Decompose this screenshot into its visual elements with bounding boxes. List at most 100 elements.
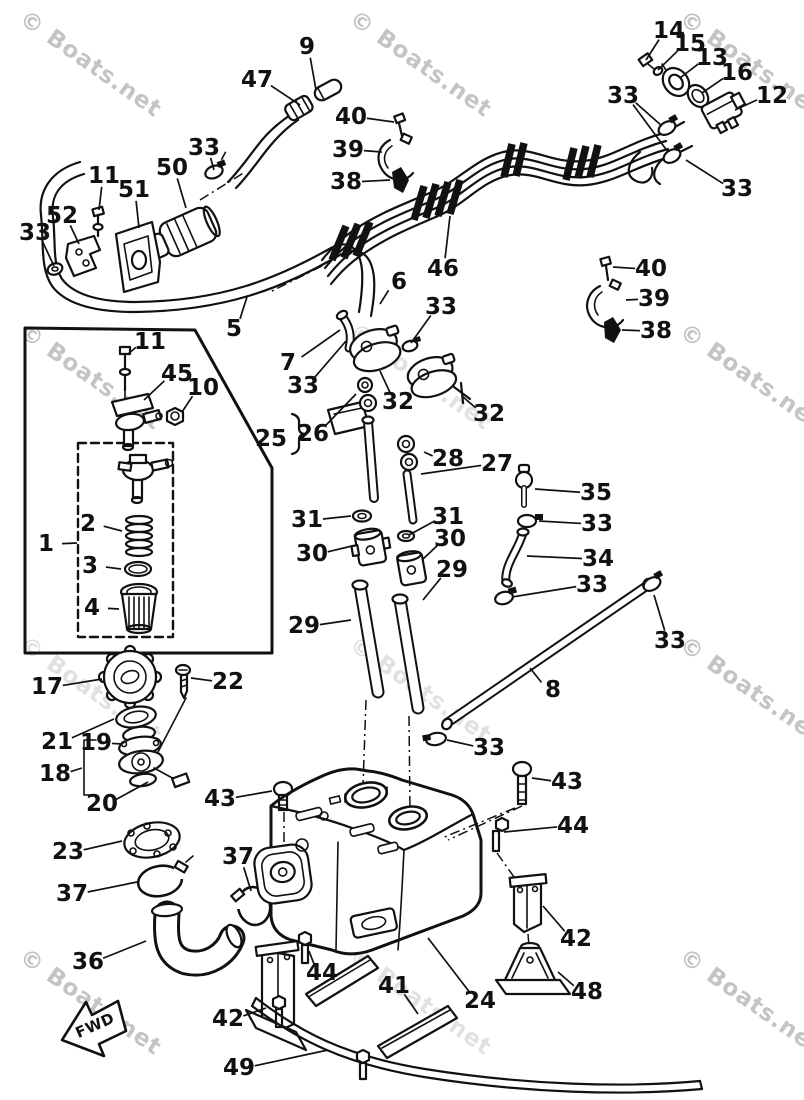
part-callout-7: 7 bbox=[280, 350, 296, 376]
callout-leader-line bbox=[42, 242, 55, 267]
callout-leader-line bbox=[612, 266, 636, 270]
inset-parts bbox=[110, 345, 185, 635]
callout-leader-line bbox=[235, 790, 273, 799]
callout-leader-line bbox=[427, 937, 471, 994]
part-callout-42: 42 bbox=[560, 926, 592, 952]
callout-leader-line bbox=[526, 555, 583, 560]
part-callout-11: 11 bbox=[88, 163, 120, 189]
part-callout-41: 41 bbox=[378, 973, 410, 999]
part-callout-8: 8 bbox=[545, 677, 561, 703]
part-callout-33: 33 bbox=[721, 176, 753, 202]
callout-leader-line bbox=[313, 340, 347, 379]
part-callout-34: 34 bbox=[582, 546, 614, 572]
callout-leader-line bbox=[71, 718, 115, 739]
callout-leader-line bbox=[379, 289, 390, 305]
callout-leader-line bbox=[87, 881, 138, 893]
part-callout-48: 48 bbox=[571, 979, 603, 1005]
part-callout-29: 29 bbox=[436, 557, 468, 583]
part-callout-39: 39 bbox=[638, 286, 670, 312]
callout-leader-line bbox=[69, 225, 80, 245]
callout-leader-line bbox=[538, 520, 582, 525]
callout-leader-line bbox=[444, 215, 451, 259]
part-callout-37: 37 bbox=[222, 844, 254, 870]
callout-leader-line bbox=[503, 826, 558, 833]
callout-leader-line bbox=[534, 488, 581, 494]
part-callout-27: 27 bbox=[481, 451, 513, 477]
callout-leader-line bbox=[531, 777, 552, 782]
callout-leader-line bbox=[105, 566, 122, 570]
callout-leader-line bbox=[181, 395, 194, 413]
part-callout-24: 24 bbox=[464, 988, 496, 1014]
callout-leader-line bbox=[254, 1049, 329, 1067]
pickup-tube-columns bbox=[290, 376, 428, 813]
callout-leader-line bbox=[62, 678, 103, 687]
callout-leader-line bbox=[239, 296, 248, 320]
part-callout-44: 44 bbox=[306, 960, 338, 986]
part-callout-45: 45 bbox=[161, 361, 193, 387]
watermark-text: © Boats.net bbox=[675, 319, 804, 436]
callout-leader-line bbox=[420, 464, 482, 475]
part-callout-28: 28 bbox=[432, 446, 464, 472]
callout-leader-line bbox=[511, 585, 577, 598]
part-callout-33: 33 bbox=[425, 294, 457, 320]
part-callout-33: 33 bbox=[473, 735, 505, 761]
callout-leader-line bbox=[324, 393, 357, 428]
part-callout-26: 26 bbox=[297, 421, 329, 447]
callout-leader-line bbox=[363, 149, 383, 153]
watermark-text: © Boats.net bbox=[675, 944, 804, 1061]
callout-leader-line bbox=[70, 767, 83, 773]
part-callout-46: 46 bbox=[427, 256, 459, 282]
drain-tube bbox=[422, 570, 664, 747]
part-callout-13: 13 bbox=[696, 45, 728, 71]
watermark-text: © Boats.net bbox=[15, 6, 167, 123]
fuel-tank bbox=[253, 767, 516, 956]
part-callout-33: 33 bbox=[576, 572, 608, 598]
callout-leader-line bbox=[379, 370, 391, 393]
callout-leader-line bbox=[679, 63, 699, 79]
part-callout-33: 33 bbox=[581, 511, 613, 537]
callout-leader-line bbox=[135, 200, 140, 229]
callout-leader-line bbox=[635, 102, 663, 127]
part-callout-39: 39 bbox=[332, 137, 364, 163]
diagram-artwork: FWD bbox=[23, 52, 747, 1094]
part-callout-6: 6 bbox=[391, 269, 407, 295]
callout-leader-line bbox=[734, 99, 758, 111]
part-callout-31: 31 bbox=[291, 507, 323, 533]
callout-leader-line bbox=[685, 159, 724, 185]
callout-leader-line bbox=[308, 950, 315, 964]
part-callout-47: 47 bbox=[241, 67, 273, 93]
part-callout-32: 32 bbox=[382, 389, 414, 415]
fuel-filter-assembly bbox=[46, 205, 221, 294]
callout-leader-line bbox=[366, 117, 395, 123]
part-callout-18: 18 bbox=[39, 761, 71, 787]
callout-leader-line bbox=[243, 1007, 267, 1017]
part-callout-11: 11 bbox=[134, 329, 166, 355]
part-callout-35: 35 bbox=[580, 480, 612, 506]
part-callout-38: 38 bbox=[640, 318, 672, 344]
part-callout-43: 43 bbox=[204, 786, 236, 812]
part-callout-22: 22 bbox=[212, 669, 244, 695]
callout-leader-line bbox=[83, 840, 123, 851]
callout-leader-line bbox=[557, 971, 575, 987]
part-callout-49: 49 bbox=[223, 1055, 255, 1081]
part-callout-52: 52 bbox=[46, 203, 78, 229]
part-callout-36: 36 bbox=[72, 949, 104, 975]
callout-leader-line bbox=[421, 544, 438, 561]
part-callout-44: 44 bbox=[557, 813, 589, 839]
part-callout-32: 32 bbox=[473, 401, 505, 427]
part-callout-5: 5 bbox=[226, 316, 242, 342]
part-callout-33: 33 bbox=[654, 628, 686, 654]
supply-hose bbox=[39, 111, 376, 318]
callout-leader-line bbox=[319, 619, 352, 626]
callout-leader-line bbox=[621, 329, 641, 332]
part-callout-23: 23 bbox=[52, 839, 84, 865]
part-callout-51: 51 bbox=[118, 177, 150, 203]
part-callout-33: 33 bbox=[19, 220, 51, 246]
callout-leader-line bbox=[701, 77, 724, 94]
callout-leader-line bbox=[103, 525, 123, 532]
callout-leader-line bbox=[143, 380, 166, 401]
hose-clip-icon bbox=[204, 151, 227, 180]
part-callout-42: 42 bbox=[212, 1006, 244, 1032]
watermark-text: © Boats.net bbox=[345, 6, 497, 123]
